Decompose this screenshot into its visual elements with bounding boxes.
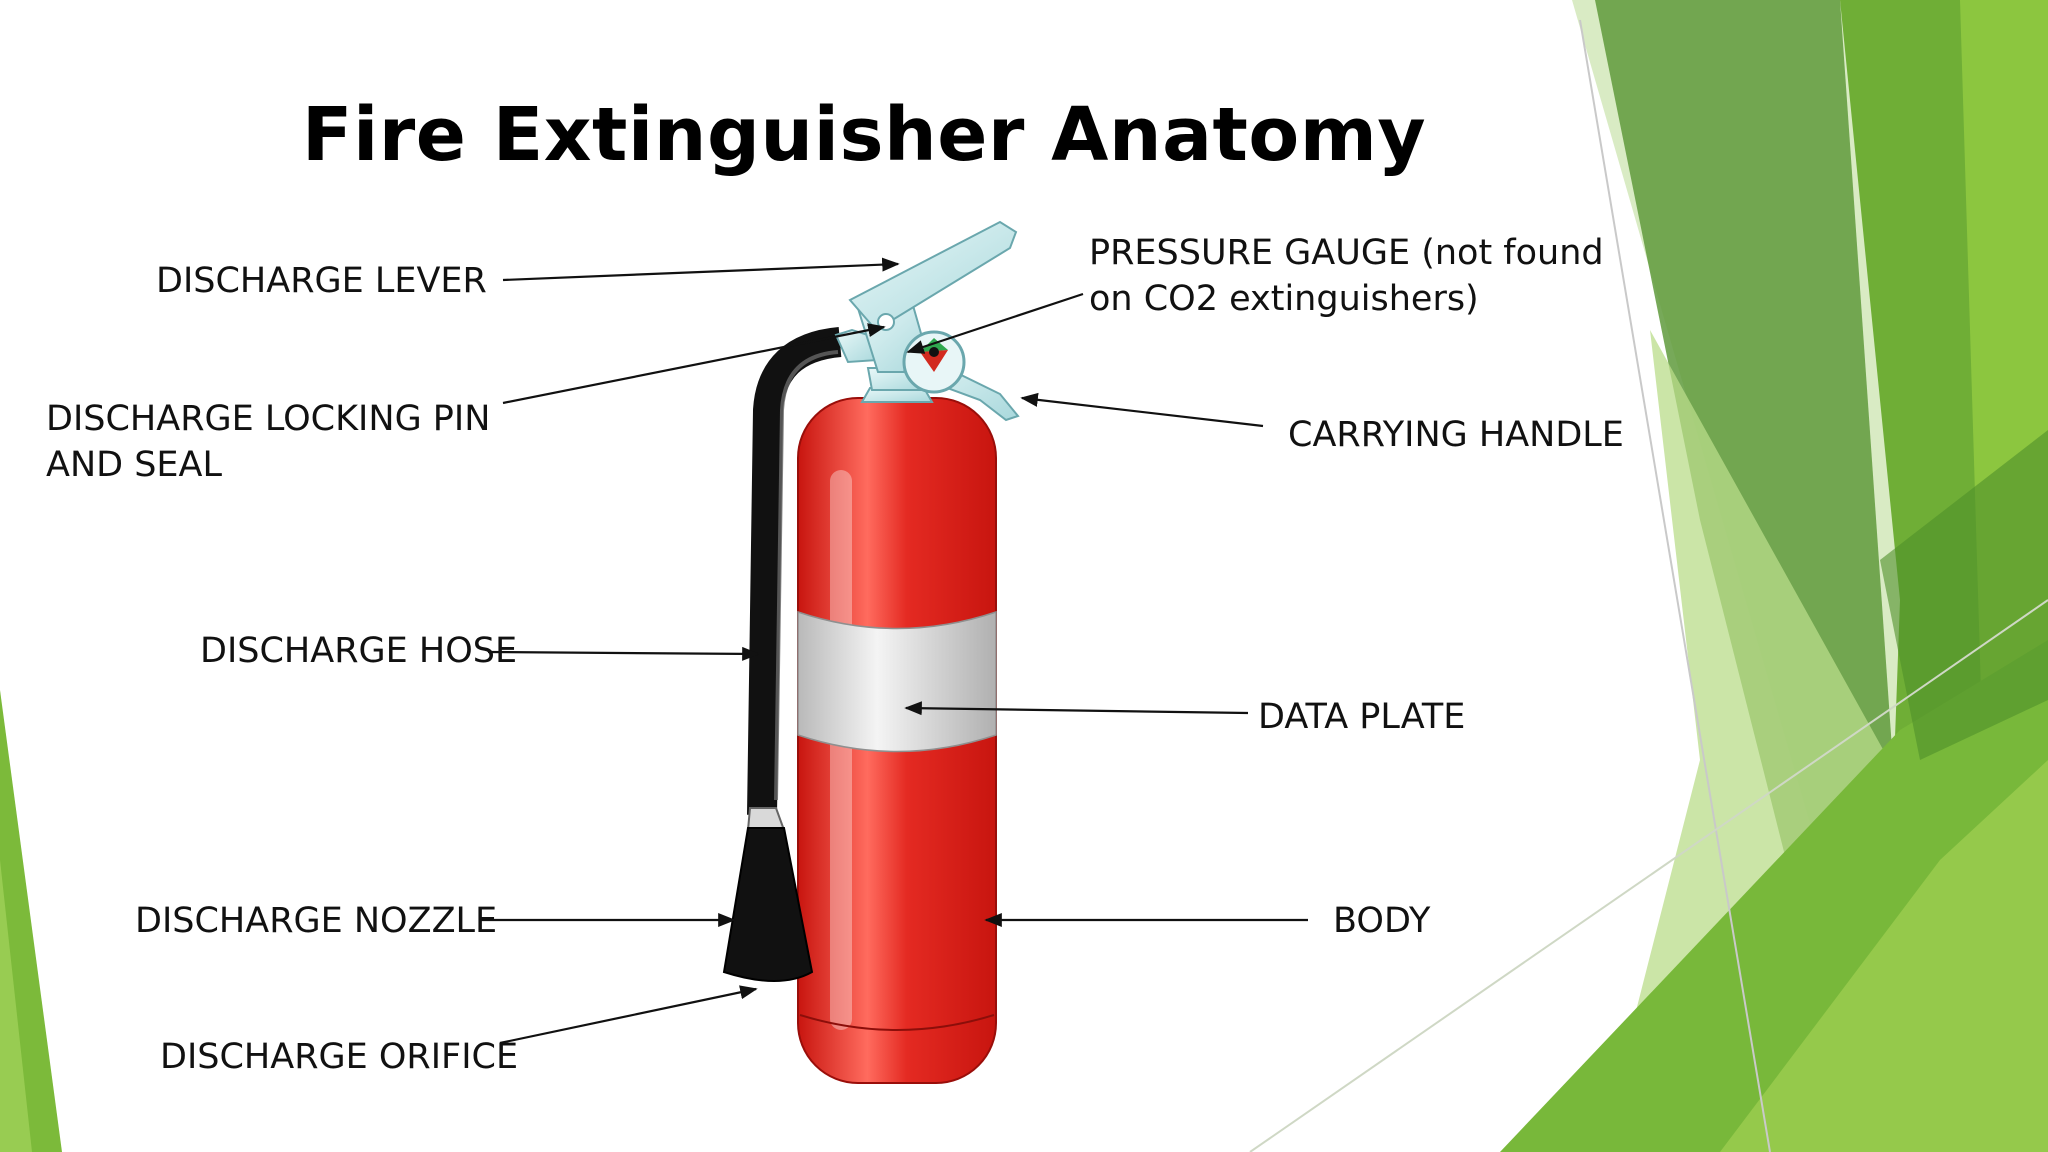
data-plate-band <box>797 610 997 753</box>
leader-carrying-handle <box>1020 392 1264 428</box>
leader-discharge-lever <box>502 257 900 282</box>
leader-data-plate <box>904 701 1249 716</box>
lever-shape <box>848 220 1018 332</box>
label-pressure-gauge-line1: PRESSURE GAUGE (not found <box>1089 233 1604 273</box>
label-locking-pin-line1: DISCHARGE LOCKING PIN <box>46 399 491 439</box>
label-data-plate: DATA PLATE <box>1258 697 1466 737</box>
discharge-hose-shape <box>722 327 842 982</box>
label-body: BODY <box>1333 901 1431 941</box>
label-carrying-handle: CARRYING HANDLE <box>1288 415 1624 455</box>
label-discharge-hose: DISCHARGE HOSE <box>200 631 518 671</box>
label-pressure-gauge-line2: on CO2 extinguishers) <box>1089 279 1479 319</box>
leader-discharge-hose <box>487 646 760 661</box>
slide-title: Fire Extinguisher Anatomy <box>301 92 1427 178</box>
label-locking-pin-line2: AND SEAL <box>46 445 222 485</box>
label-discharge-locking-pin: DISCHARGE LOCKING PIN AND SEAL <box>46 396 490 488</box>
leader-discharge-orifice <box>499 985 758 1045</box>
leader-locking-pin <box>502 323 886 405</box>
valve-head <box>834 220 1020 422</box>
label-discharge-nozzle: DISCHARGE NOZZLE <box>135 901 498 941</box>
leader-pressure-gauge <box>906 292 1084 354</box>
label-pressure-gauge: PRESSURE GAUGE (not found on CO2 extingu… <box>1089 230 1604 322</box>
label-discharge-lever: DISCHARGE LEVER <box>156 261 487 301</box>
leader-lines <box>480 257 1308 1045</box>
label-discharge-orifice: DISCHARGE ORIFICE <box>160 1037 519 1077</box>
